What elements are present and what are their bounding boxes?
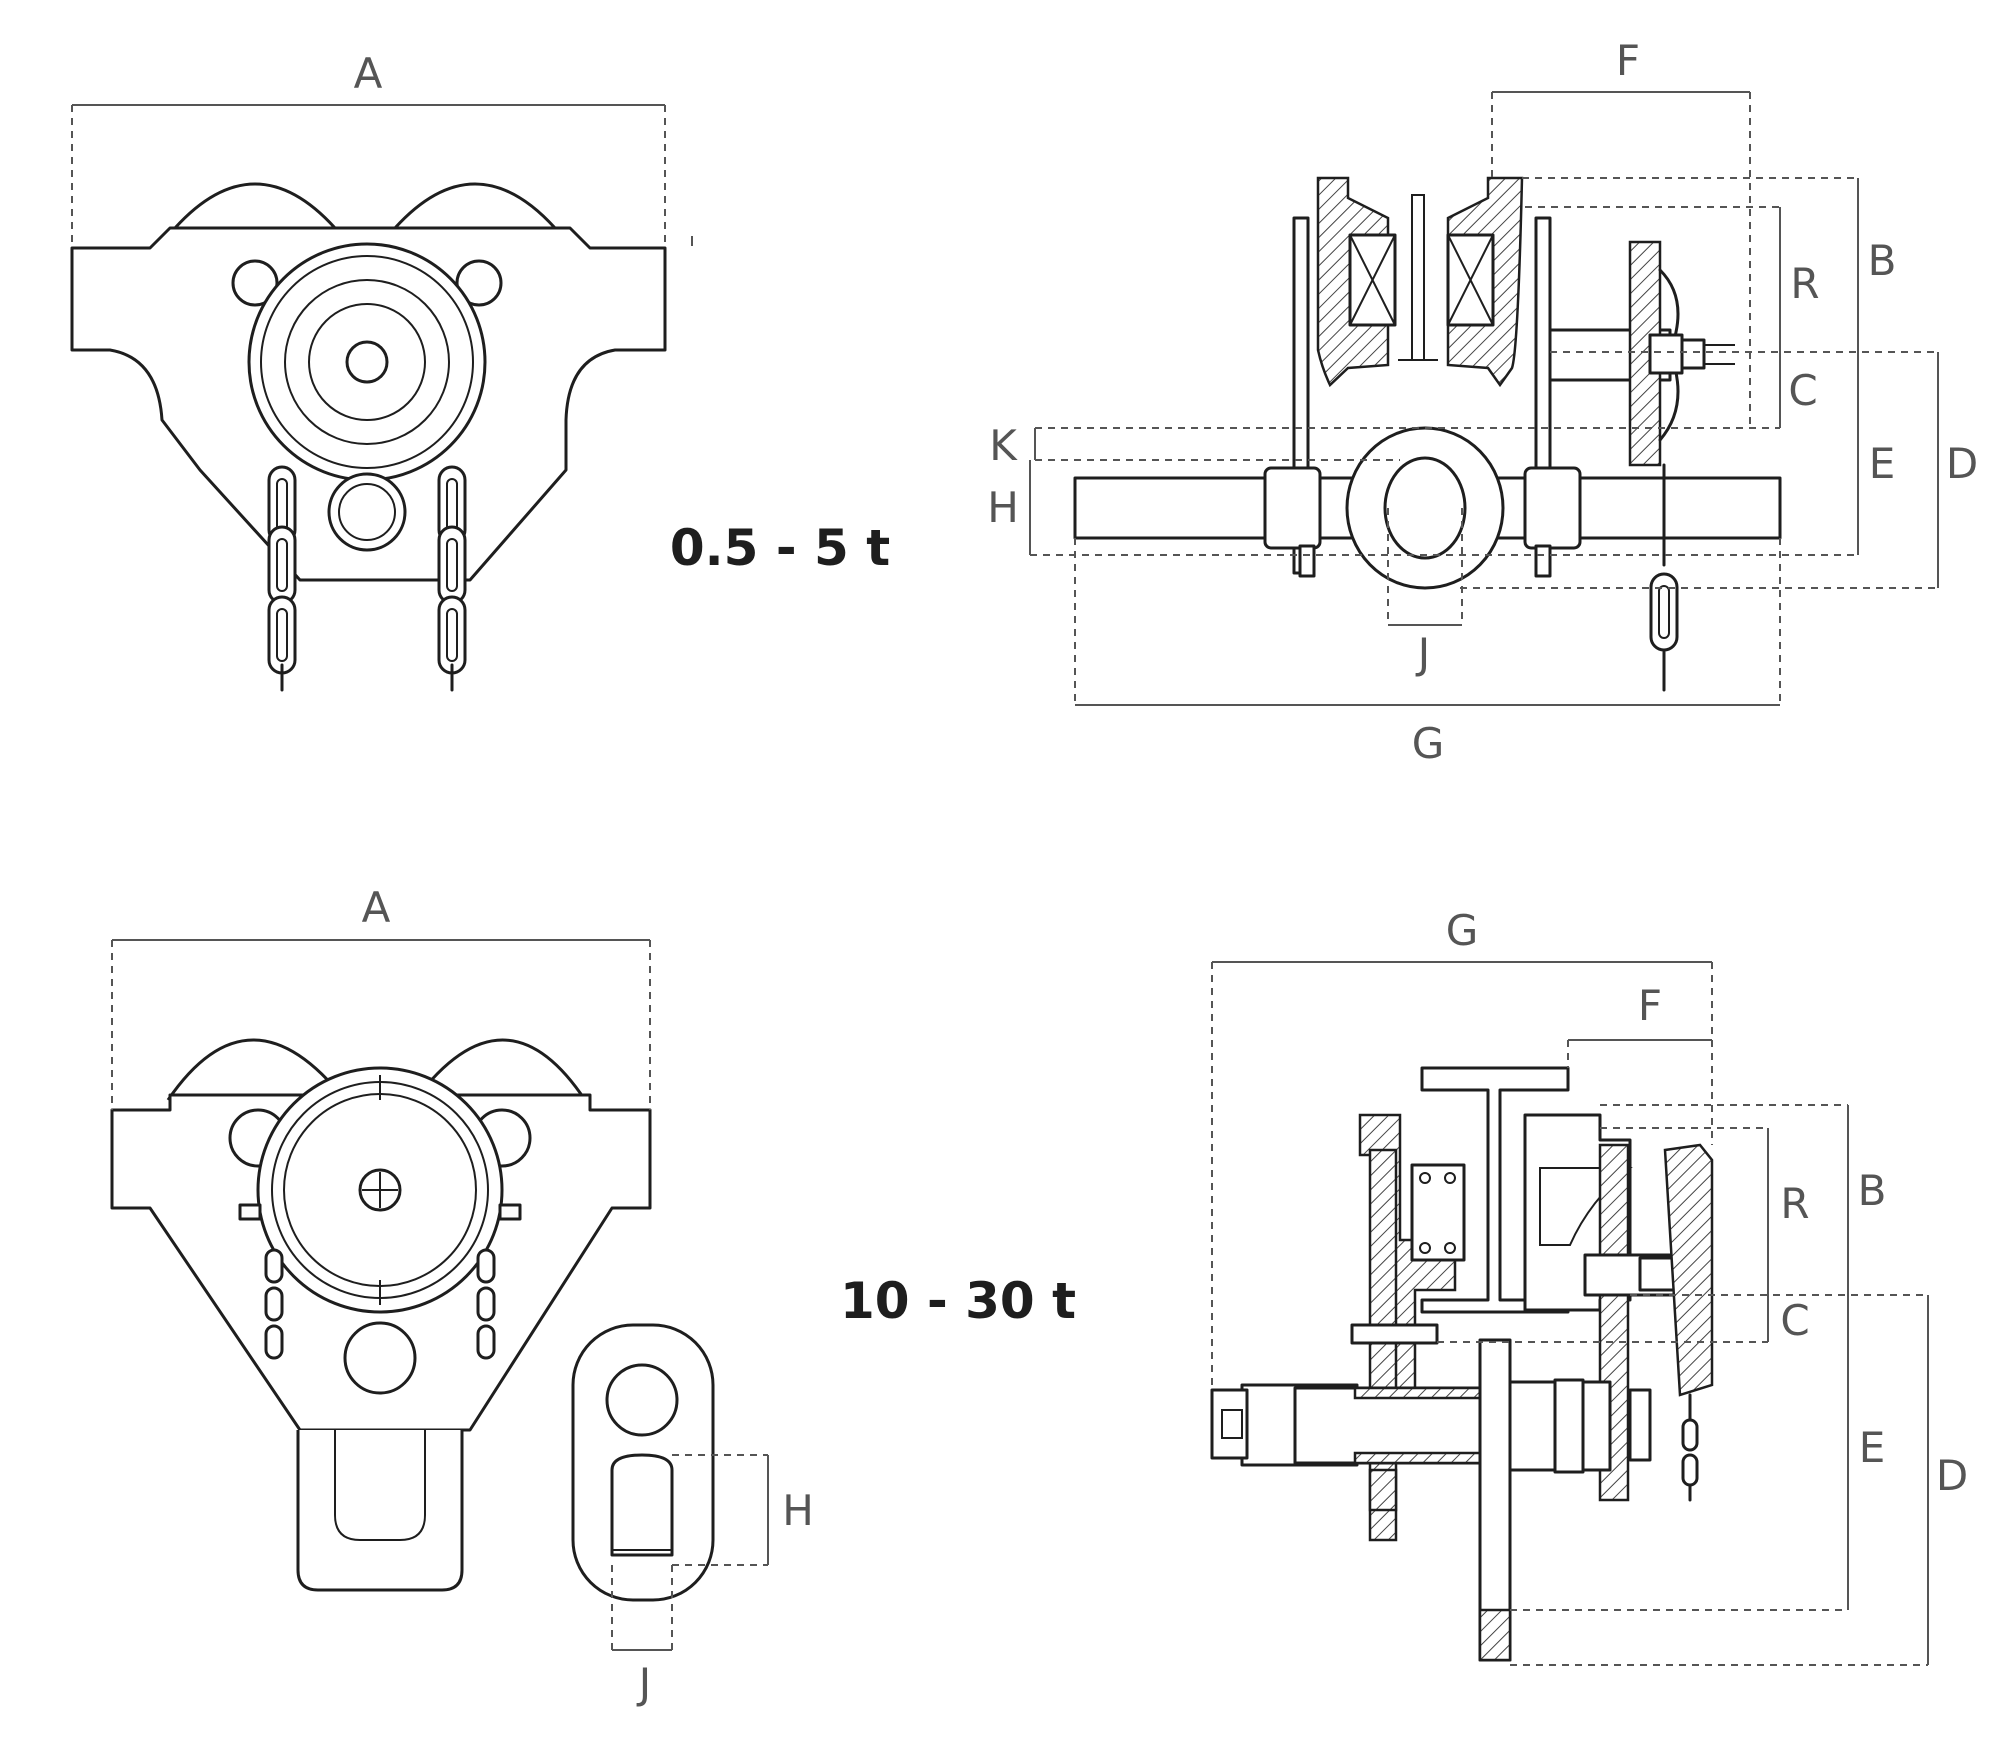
dim-label-a-large: A xyxy=(362,883,391,932)
mounting-bolt xyxy=(1350,1323,1439,1345)
hand-chain-left xyxy=(267,465,297,692)
axle-hub xyxy=(345,340,389,384)
side-view-large: G F B R C E D xyxy=(1210,906,1968,1666)
hand-chain-left-large xyxy=(264,1248,284,1360)
dim-label-c: C xyxy=(1788,366,1817,415)
bolt-hole-left xyxy=(231,259,279,307)
dim-label-e-large: E xyxy=(1859,1423,1886,1472)
capacity-label-large: 10 - 30 t xyxy=(840,1272,1076,1330)
suspension-link-detail: H J xyxy=(571,1323,814,1708)
hand-chain-wheel-large xyxy=(1663,1143,1714,1397)
side-view-small: F B R C E D K H J xyxy=(987,36,1978,768)
beam-web xyxy=(1411,194,1425,361)
dim-label-r: R xyxy=(1790,259,1819,308)
hub-plate xyxy=(1478,1338,1512,1662)
dim-label-g: G xyxy=(1412,719,1445,768)
left-wheel xyxy=(173,182,337,230)
axle-nut xyxy=(1680,338,1706,370)
front-view-large: A xyxy=(110,883,652,1592)
i-beam xyxy=(1420,1066,1570,1314)
side-plate-right-large xyxy=(1598,1143,1630,1502)
dim-label-k: K xyxy=(989,421,1018,470)
hex-nut-right xyxy=(1523,466,1582,550)
dim-label-j-large: J xyxy=(636,1659,651,1708)
right-wheel-large xyxy=(413,1038,587,1101)
dim-label-c-large: C xyxy=(1780,1296,1809,1345)
hand-chain-right xyxy=(437,465,467,692)
dim-label-r-large: R xyxy=(1780,1179,1809,1228)
hand-chain-link xyxy=(1649,572,1679,652)
collar-nut xyxy=(1553,1378,1585,1474)
dim-label-h-large: H xyxy=(782,1486,814,1535)
dim-label-e: E xyxy=(1869,439,1896,488)
front-view-small: A xyxy=(70,49,693,692)
shackle xyxy=(296,1430,464,1592)
suspension-hole xyxy=(327,472,407,552)
hand-chain-right-large xyxy=(476,1248,496,1360)
left-wheel-large xyxy=(166,1038,347,1101)
slot-opening xyxy=(610,1453,674,1557)
upper-hole xyxy=(605,1363,679,1437)
bolt-hole-right xyxy=(455,259,503,307)
dim-label-j: J xyxy=(1415,629,1430,678)
dim-label-g-large: G xyxy=(1446,906,1479,955)
dim-label-d: D xyxy=(1946,439,1978,488)
hex-nut-left xyxy=(1263,466,1322,550)
dim-label-d-large: D xyxy=(1936,1451,1968,1500)
dim-label-b-large: B xyxy=(1858,1166,1887,1215)
dim-label-f-large: F xyxy=(1638,981,1662,1030)
suspension-hole-large xyxy=(343,1321,417,1395)
dim-label-f: F xyxy=(1616,36,1640,85)
dim-label-h: H xyxy=(987,483,1019,532)
right-wheel xyxy=(393,182,557,230)
capacity-label-small: 0.5 - 5 t xyxy=(670,519,890,577)
dim-label-a: A xyxy=(354,49,383,98)
hand-chain-wheel xyxy=(1628,240,1662,467)
dim-label-b: B xyxy=(1868,236,1897,285)
